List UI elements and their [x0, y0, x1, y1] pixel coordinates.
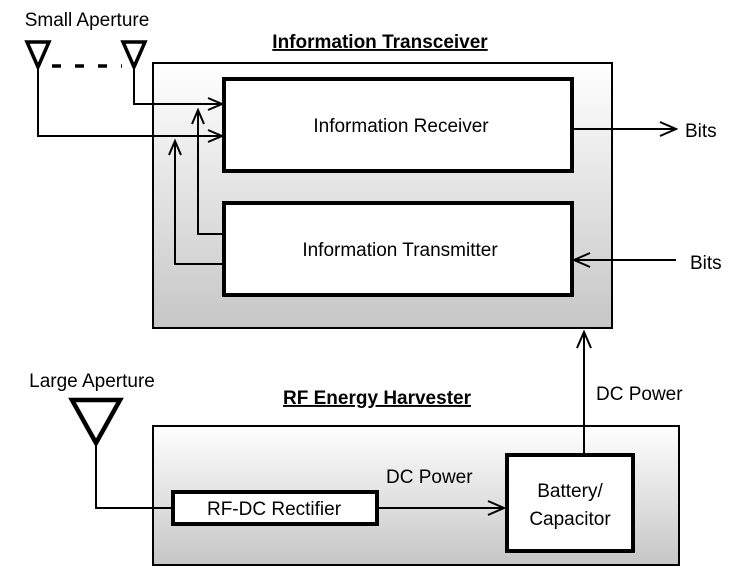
feed-left-antenna — [37, 67, 222, 137]
battery-label-line2: Capacitor — [529, 509, 611, 530]
large-antenna-icon — [68, 397, 124, 448]
small-antenna-left-icon — [24, 40, 52, 72]
small-antenna-right-icon — [120, 40, 148, 72]
transmitter-block — [222, 201, 574, 297]
tx-feedback-inner — [197, 110, 224, 235]
arrowhead-dc-link — [487, 500, 507, 516]
dc-power-vertical-label: DC Power — [596, 384, 683, 405]
dc-power-horizontal-label: DC Power — [386, 467, 473, 488]
transmitter-label: Information Transmitter — [302, 240, 498, 261]
arrowhead-feed-right — [207, 97, 225, 111]
bits-in-label: Bits — [690, 253, 722, 274]
arrowhead-tx-outer — [168, 138, 182, 156]
harvester-title: RF Energy Harvester — [283, 388, 472, 409]
receiver-label: Information Receiver — [313, 116, 489, 137]
arrowhead-tx-inner — [191, 107, 205, 125]
transceiver-title: Information Transceiver — [272, 32, 488, 53]
tx-feedback-outer — [174, 141, 224, 265]
large-antenna-feed — [95, 443, 173, 509]
arrowhead-bits-out — [659, 121, 679, 137]
arrowhead-feed-left — [207, 129, 225, 143]
bits-out-label: Bits — [685, 121, 717, 142]
battery-label-line1: Battery/ — [537, 481, 603, 502]
small-aperture-label: Small Aperture — [25, 10, 150, 31]
rectifier-label: RF-DC Rectifier — [207, 499, 342, 520]
arrowhead-bits-in — [571, 252, 591, 268]
arrowhead-dc-riser — [576, 329, 592, 349]
receiver-block — [222, 77, 574, 173]
large-aperture-label: Large Aperture — [29, 371, 155, 392]
battery-block — [505, 453, 635, 553]
rectifier-block — [171, 490, 379, 526]
feed-right-antenna — [133, 67, 222, 105]
